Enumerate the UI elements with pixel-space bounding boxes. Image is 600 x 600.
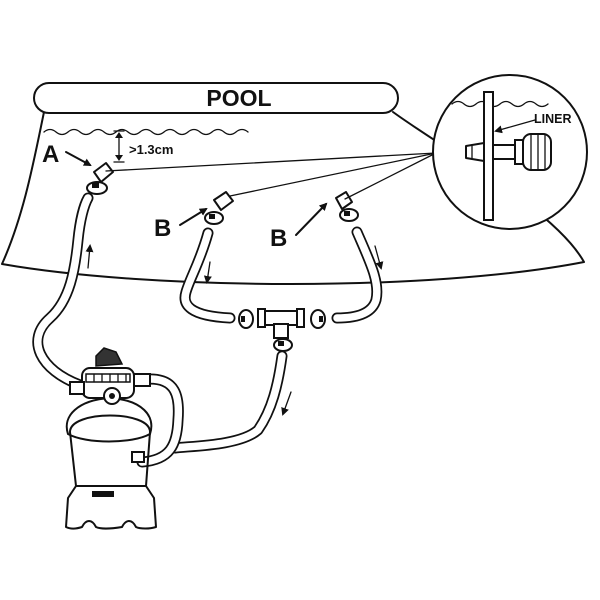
tee-clamp-left <box>238 309 254 329</box>
pump-base <box>65 485 157 530</box>
flow-arrow-return <box>281 391 292 416</box>
label-b-left-pointer <box>179 207 208 226</box>
label-b-left: B <box>154 215 171 242</box>
label-b-right-pointer <box>295 202 328 236</box>
hoses <box>32 192 383 468</box>
valve-handle <box>95 347 124 367</box>
hose-left-outlet <box>181 229 234 322</box>
label-b-right: B <box>270 225 287 252</box>
pump-port-left <box>69 381 85 395</box>
hose-tee-to-pump <box>171 352 286 452</box>
flow-arrow-right <box>374 245 384 270</box>
outlet-fitting-b-left <box>213 191 234 211</box>
sand-filter-pump <box>65 347 157 530</box>
hose-pump-side-loop <box>138 375 183 466</box>
pump-port-right <box>133 373 151 387</box>
flow-arrows <box>85 244 384 416</box>
flow-arrow-left <box>203 261 212 284</box>
water-line <box>43 128 249 136</box>
detail-connector <box>492 144 516 160</box>
filter-tank <box>69 414 151 487</box>
depth-dimension <box>113 130 125 163</box>
depth-label: >1.3cm <box>129 142 173 157</box>
flow-arrow-inlet <box>85 244 94 269</box>
label-a: A <box>42 141 59 168</box>
liner-label: LINER <box>534 112 572 126</box>
outlet-fitting-b-right <box>335 191 353 210</box>
pool-top-ring <box>33 82 399 114</box>
liner-wall <box>483 91 494 221</box>
tee-clamp-right <box>310 309 326 329</box>
detail-nut <box>522 133 552 171</box>
inlet-fitting-a <box>93 162 114 183</box>
filter-tank-top <box>65 397 153 443</box>
hose-pump-to-inlet <box>34 194 92 389</box>
fittings <box>86 162 359 352</box>
connection-labels: A B B <box>42 141 328 252</box>
liner-detail-callout: LINER <box>432 74 588 230</box>
callout-lines <box>105 152 437 200</box>
pool: POOL >1.3cm <box>1 82 585 285</box>
tee-connector <box>257 308 305 339</box>
pool-title: POOL <box>206 85 271 111</box>
detail-inlet-fitting <box>465 142 485 162</box>
hose-right-outlet <box>333 228 381 322</box>
label-a-pointer <box>65 151 92 166</box>
